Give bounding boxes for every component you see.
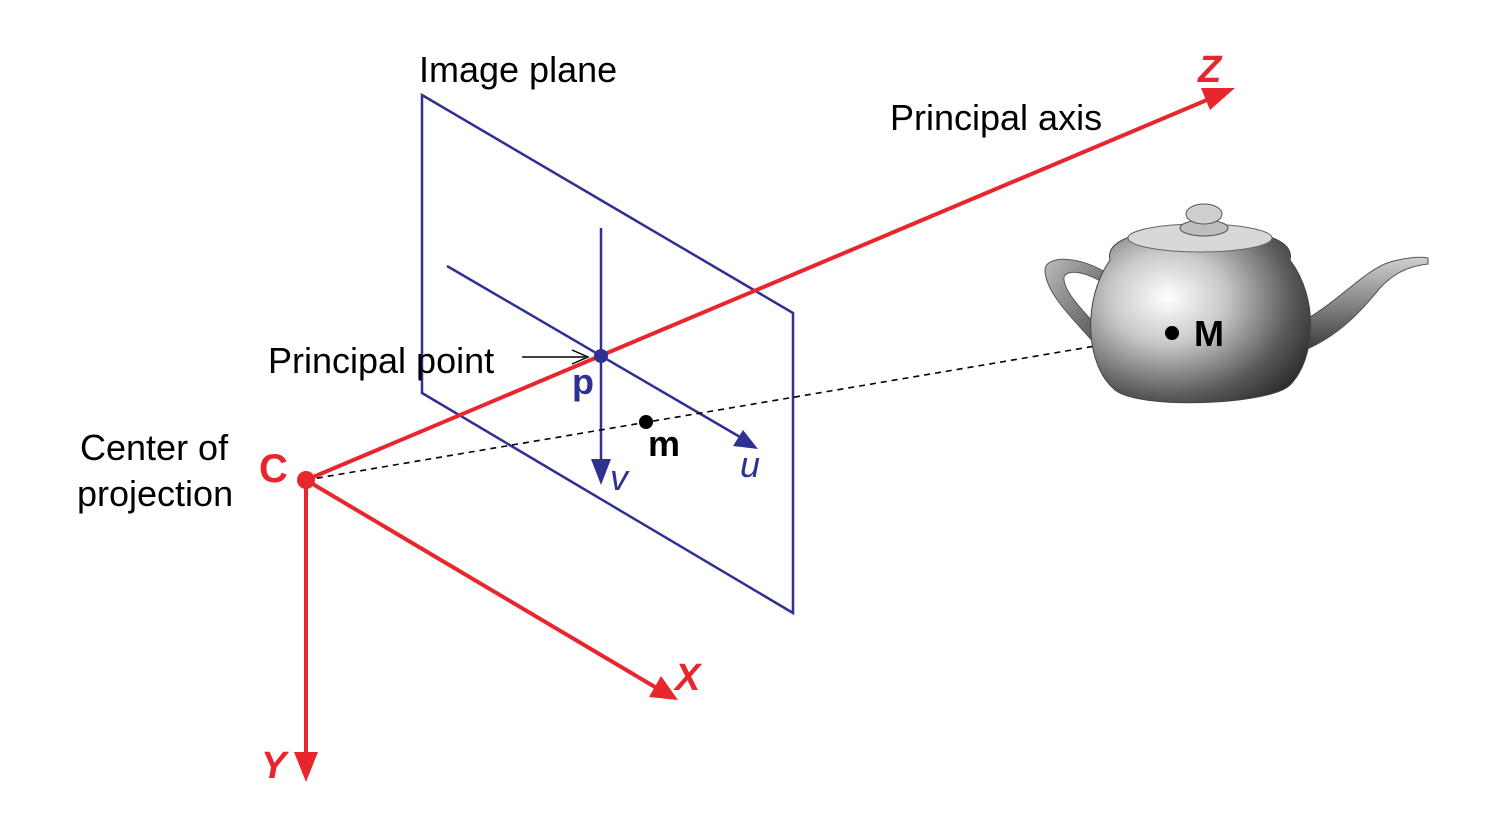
principal-axis-label: Principal axis xyxy=(890,97,1102,138)
center-of-projection-point xyxy=(297,471,315,489)
y-axis-arrowhead xyxy=(294,752,318,782)
principal-point-marker xyxy=(594,349,608,363)
projection-ray xyxy=(305,332,1173,481)
image-point-m xyxy=(639,415,653,429)
image-plane-label: Image plane xyxy=(419,49,617,90)
v-axis-arrowhead xyxy=(591,459,611,485)
image-plane xyxy=(420,92,795,616)
u-axis-arrowhead xyxy=(733,430,758,449)
teapot-icon xyxy=(1044,203,1429,404)
principal-point-pointer-head xyxy=(571,349,590,365)
z-axis-line xyxy=(305,95,1215,482)
u-axis-label: u xyxy=(740,444,760,485)
u-axis-line xyxy=(446,264,741,439)
center-of-projection-label-line2: projection xyxy=(77,473,233,514)
y-axis-label: Y xyxy=(261,745,290,787)
z-axis-arrowhead xyxy=(1201,88,1235,110)
p-label: p xyxy=(572,361,594,402)
center-of-projection-label-line1: Center of xyxy=(80,427,229,468)
x-axis-label: X xyxy=(673,657,703,699)
M-label: M xyxy=(1194,313,1224,354)
x-axis-arrowhead xyxy=(649,676,678,700)
world-point-M xyxy=(1165,326,1179,340)
v-axis-label: v xyxy=(610,457,630,498)
m-label: m xyxy=(648,423,680,464)
x-axis-line xyxy=(304,478,662,692)
principal-point-label: Principal point xyxy=(268,340,494,381)
c-label: C xyxy=(259,447,288,491)
z-axis-label: Z xyxy=(1197,49,1223,91)
